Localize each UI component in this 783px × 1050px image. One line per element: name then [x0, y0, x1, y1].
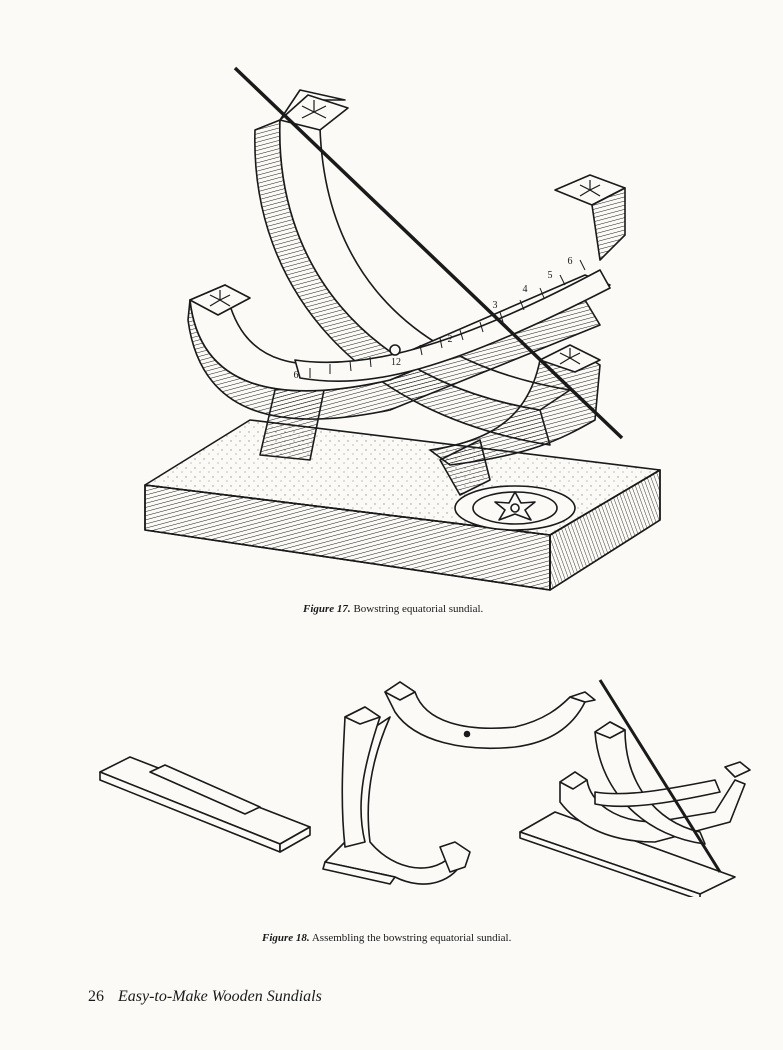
assembly-step-base: [99, 756, 311, 853]
assembly-step-complete: [519, 679, 751, 897]
scale-label: 6: [568, 256, 573, 267]
scale-label: 6: [294, 370, 299, 381]
base-board: [144, 419, 661, 591]
hour-scale-ticks: [309, 259, 586, 378]
noon-marker: [389, 344, 401, 356]
figure-17-caption: Figure 17. Bowstring equatorial sundial.: [303, 603, 483, 615]
scale-label: 5: [548, 270, 553, 281]
figure-17-illustration: 6 12 2 3 4 5 6: [144, 66, 661, 591]
figure-17-label: Figure 17.: [303, 603, 351, 615]
page-number: 26: [88, 988, 104, 1005]
figure-18-illustration: [99, 679, 751, 897]
figure-18-label: Figure 18.: [262, 932, 310, 944]
figure-18-caption-text: Assembling the bowstring equatorial sund…: [311, 932, 512, 944]
scale-label: 12: [391, 357, 401, 368]
gnomon-rod: [233, 66, 624, 440]
assembly-step-arcs: [322, 681, 596, 885]
book-title: Easy-to-Make Wooden Sundials: [118, 988, 322, 1005]
scale-label: 3: [493, 300, 498, 311]
page-footer: 26 Easy-to-Make Wooden Sundials: [88, 988, 322, 1006]
scale-label: 2: [448, 334, 453, 345]
compass-rose: [454, 485, 576, 531]
hour-band: [187, 174, 626, 420]
figure-18-caption: Figure 18. Assembling the bowstring equa…: [262, 932, 511, 944]
scale-label: 4: [523, 284, 528, 295]
figure-17-caption-text: Bowstring equatorial sundial.: [353, 603, 484, 615]
